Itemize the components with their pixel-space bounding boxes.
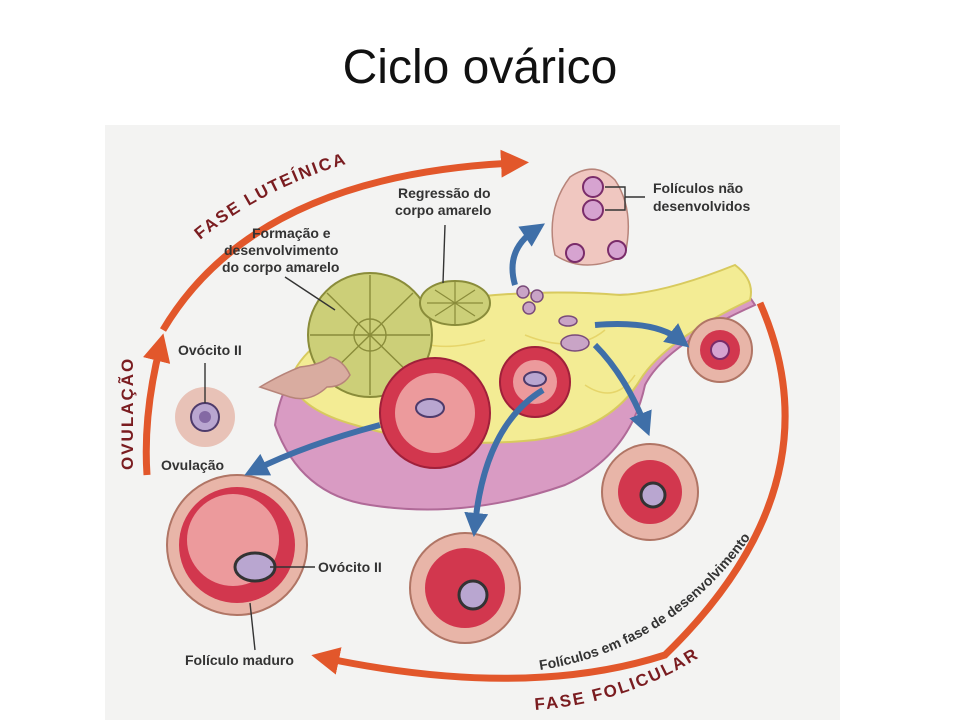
ovarian-cycle-figure: Regressão do corpo amarelo Formação e de… bbox=[105, 125, 840, 720]
developing-follicle-large bbox=[409, 532, 521, 644]
phase-ovulacao: OVULAÇÃO bbox=[117, 357, 137, 470]
process-arrows bbox=[244, 223, 690, 537]
label-formacao-2: desenvolvimento bbox=[224, 242, 338, 258]
undeveloped-follicles-cluster bbox=[551, 168, 630, 266]
label-foliculos-nao-2: desenvolvidos bbox=[653, 198, 750, 214]
label-formacao-3: do corpo amarelo bbox=[222, 259, 339, 275]
label-regressao-2: corpo amarelo bbox=[395, 202, 491, 218]
label-foliculos-nao-1: Folículos não bbox=[653, 180, 743, 196]
developing-follicle-medium bbox=[601, 443, 699, 541]
ovarian-cycle-diagram: Regressão do corpo amarelo Formação e de… bbox=[105, 125, 840, 720]
ovulation-arrow bbox=[142, 333, 171, 476]
label-regressao-1: Regressão do bbox=[398, 185, 491, 201]
label-ovocito-bottom: Ovócito II bbox=[318, 559, 382, 575]
leader-lines bbox=[204, 186, 645, 651]
luteal-phase-arrow bbox=[159, 149, 529, 332]
label-ovulacao: Ovulação bbox=[161, 457, 224, 473]
developing-follicle-small bbox=[687, 317, 753, 383]
slide-title: Ciclo ovárico bbox=[342, 41, 618, 94]
mature-follicle bbox=[166, 474, 308, 616]
primordial-follicles bbox=[516, 285, 590, 352]
label-foliculo-maduro: Folículo maduro bbox=[185, 652, 294, 668]
ovulation-fringe bbox=[258, 356, 351, 400]
label-formacao-1: Formação e bbox=[252, 225, 331, 241]
ovulated-oocyte bbox=[175, 387, 235, 447]
ovary-follicle-large bbox=[379, 357, 491, 469]
follicular-phase-arrow bbox=[311, 301, 789, 682]
label-ovocito-top: Ovócito II bbox=[178, 342, 242, 358]
ovary-follicle-medium bbox=[499, 346, 571, 418]
regressing-corpus-luteum bbox=[419, 280, 491, 326]
